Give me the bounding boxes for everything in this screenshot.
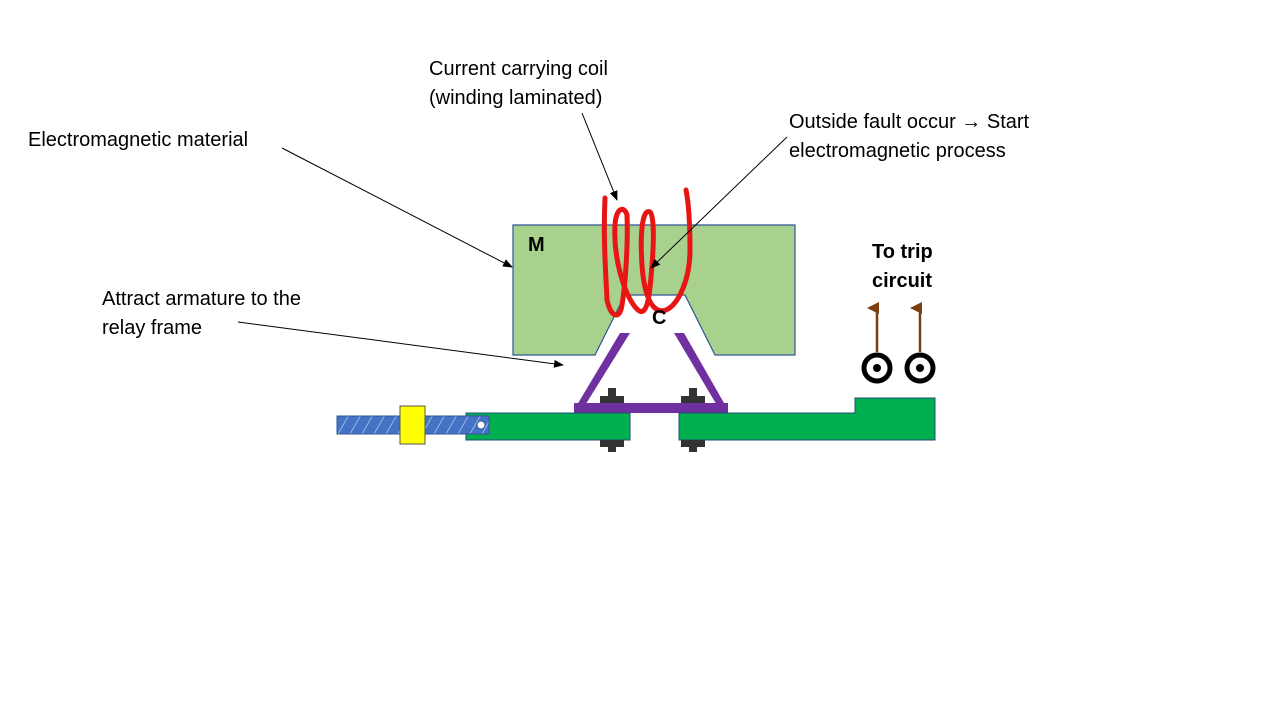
trip-terminal-2 [904,302,936,384]
attract-label-line2: relay frame [102,317,203,339]
bolt-right [681,388,705,452]
attract-label-line1: Attract armature to the [102,288,301,310]
armature [574,333,728,413]
fault-label-line2: electromagnetic process [789,140,1006,162]
trip-label: To trip circuit [872,238,933,296]
electromagnet-core [512,224,796,356]
screw-pin [476,420,486,430]
electromagnetic-material-label: Electromagnetic material [28,129,249,151]
coil-label-line1: Current carrying coil [429,58,608,80]
pointer-fault [650,136,788,269]
coil-label: Current carrying coil (winding laminated… [429,55,608,113]
beam-left [465,412,631,441]
core-letter-m: M [528,234,545,256]
trip-label-line2: circuit [872,270,933,292]
beam-right [678,397,936,441]
pointer-coil [581,112,618,201]
pointer-electromagnetic-material [281,147,513,268]
pointer-attract [237,321,564,368]
coil-label-line2: (winding laminated) [429,87,603,109]
attract-label: Attract armature to the relay frame [102,285,301,343]
current-coil [601,187,693,318]
adjusting-nut [399,405,426,445]
trip-terminal-1 [861,302,893,384]
trip-label-line1: To trip [872,241,933,263]
fault-label-line1: Outside fault occur → Start [789,111,1030,133]
bolt-left [600,388,624,452]
fault-label: Outside fault occur → Start electromagne… [789,108,1029,166]
gap-letter-c: C [652,307,667,329]
